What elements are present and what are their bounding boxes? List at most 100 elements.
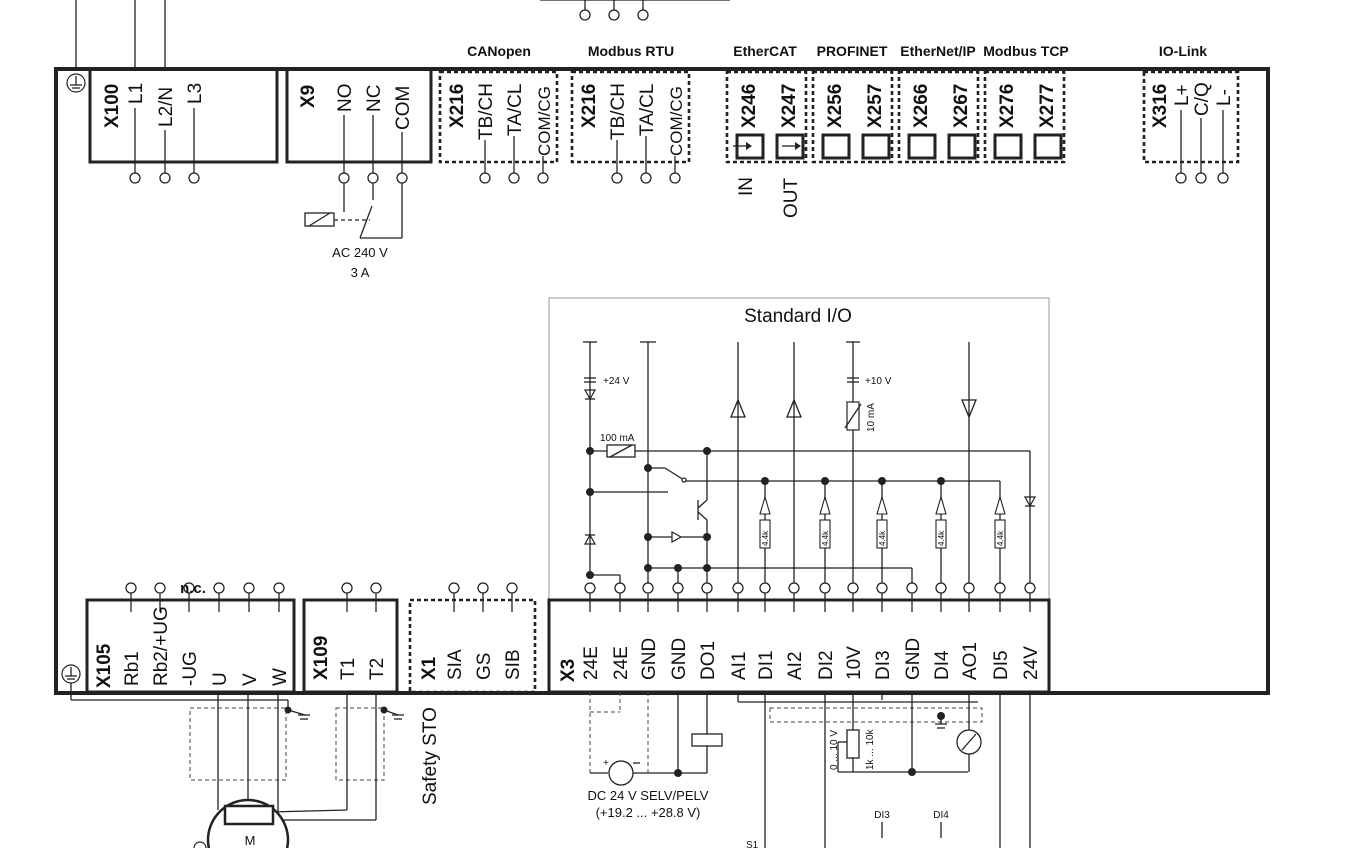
x216-id: X216: [447, 84, 468, 128]
x3-terminal: [963, 582, 975, 594]
x3-pin-label: 10V: [844, 646, 865, 680]
x105-terminal: [154, 582, 166, 594]
x9-pin-label: NO: [335, 84, 356, 113]
x109-pin-group: T1 T2: [338, 582, 388, 680]
x3-pin-label: GND: [639, 638, 660, 680]
x3-terminal: [642, 582, 654, 594]
x216-pin-label: COM/CG: [667, 86, 686, 156]
svg-text:4.4k: 4.4k: [821, 530, 830, 546]
x3-terminal: [584, 582, 596, 594]
svg-text:10 mA: 10 mA: [866, 403, 877, 432]
x3-pin-label: GND: [903, 638, 924, 680]
relay-contact: AC 240 V 3 A: [304, 183, 403, 280]
svg-text:X316: X316: [1150, 84, 1171, 128]
supply-label: DC 24 V SELV/PELV: [588, 788, 709, 803]
connector-modbus-tcp: X276 X277: [983, 70, 1066, 164]
x105-terminal: [125, 582, 137, 594]
x9-pin-label: COM: [393, 86, 414, 130]
protocol-labels: CANopen Modbus RTU EtherCAT PROFINET Eth…: [467, 43, 1207, 59]
x105-terminal: [213, 582, 225, 594]
digital-input-stage: 4.4k: [819, 481, 831, 583]
connector-ethernet-ip: X266 X267: [897, 70, 980, 164]
svg-text:X1: X1: [419, 656, 440, 680]
svg-text:L-: L-: [1214, 89, 1235, 106]
svg-text:DI4: DI4: [933, 810, 949, 821]
x100-id: X100: [102, 84, 123, 128]
svg-text:X105: X105: [94, 643, 115, 688]
x3-terminal: [701, 582, 713, 594]
x216-id: X216: [579, 84, 600, 128]
ground-icon: [66, 73, 86, 93]
x105-pin-label: V: [240, 673, 261, 686]
x109-pin-label: T2: [367, 658, 388, 680]
x3-terminal: [672, 582, 684, 594]
x3-terminal: [732, 582, 744, 594]
svg-text:4.4k: 4.4k: [878, 530, 887, 546]
x3-pin-label: DI2: [816, 650, 837, 680]
svg-text:X267: X267: [951, 84, 972, 128]
svg-text:4.4k: 4.4k: [937, 530, 946, 546]
x105-terminal: [183, 582, 195, 594]
x3-pin-label: DI4: [932, 650, 953, 680]
x3-pin-label: AO1: [960, 642, 981, 680]
connector-profinet: X256 X257: [811, 70, 894, 164]
x3-terminal: [906, 582, 918, 594]
digital-input-stage: 4.4k: [759, 481, 771, 583]
io-link-label: IO-Link: [1159, 43, 1207, 59]
digital-input-stage: 4.4k: [876, 481, 888, 583]
x109-terminal: [341, 582, 353, 594]
x3-terminal: [819, 582, 831, 594]
x216-pin-label: COM/CG: [535, 86, 554, 156]
svg-text:4.4k: 4.4k: [761, 530, 770, 546]
digital-input-stage: 4.4k: [994, 481, 1006, 583]
svg-text:+: +: [603, 758, 609, 769]
x109-terminal: [370, 582, 382, 594]
connector-x109: X109 T1 T2: [302, 582, 399, 694]
x3-pin-label: DI3: [873, 650, 894, 680]
x3-terminal: [614, 582, 626, 594]
svg-text:C/Q: C/Q: [1192, 82, 1213, 116]
svg-text:4.4k: 4.4k: [996, 530, 1005, 546]
ethercat-label: EtherCAT: [733, 43, 797, 59]
x216-pin-label: TA/CL: [637, 84, 658, 136]
digital-input-stage: 4.4k: [935, 481, 947, 583]
svg-text:X109: X109: [311, 636, 332, 680]
x3-pin-label: 24V: [1021, 646, 1042, 680]
x3-terminal: [994, 582, 1006, 594]
x105-pin-label: Rb1: [122, 651, 143, 686]
svg-text:X257: X257: [865, 84, 886, 128]
svg-text:X277: X277: [1037, 84, 1058, 128]
svg-text:1k ... 10k: 1k ... 10k: [865, 728, 876, 770]
ground-icon: [61, 664, 81, 684]
supply-range-label: (+19.2 ... +28.8 V): [596, 805, 701, 820]
x100-pin-label: L3: [185, 83, 206, 104]
ethercat-out-label: OUT: [781, 178, 802, 219]
x3-pin-label: DO1: [698, 641, 719, 680]
x105-pin-label: Rb2/+UG: [151, 606, 172, 686]
x105-pin-label: W: [270, 668, 291, 686]
x109-pin-label: T1: [338, 658, 359, 680]
x3-terminal: [788, 582, 800, 594]
svg-text:X246: X246: [739, 84, 760, 128]
connector-x100: X100 L1 L2/N L3: [88, 67, 279, 184]
svg-text:X266: X266: [911, 84, 932, 128]
svg-text:S1: S1: [746, 840, 759, 848]
x3-pin-label: 24E: [581, 646, 602, 680]
external-wiring: M + DC 24 V SELV/PELV (+19.2 ... +28.8 V…: [70, 683, 1031, 848]
svg-text:X276: X276: [997, 84, 1018, 128]
x1-terminal: [477, 582, 489, 594]
x3-terminal: [1024, 582, 1036, 594]
svg-text:100 mA: 100 mA: [600, 433, 635, 444]
connector-ethercat: X246 X247 IN OUT: [725, 70, 808, 219]
connector-x316: X316 L+ C/Q L-: [1142, 70, 1240, 184]
x100-pin-label: L1: [126, 83, 147, 104]
x3-terminal: [759, 582, 771, 594]
profinet-label: PROFINET: [817, 43, 888, 59]
modbus-tcp-label: Modbus TCP: [983, 43, 1069, 59]
motor-label: M: [245, 833, 256, 848]
x1-pin-label: SIB: [503, 649, 524, 680]
